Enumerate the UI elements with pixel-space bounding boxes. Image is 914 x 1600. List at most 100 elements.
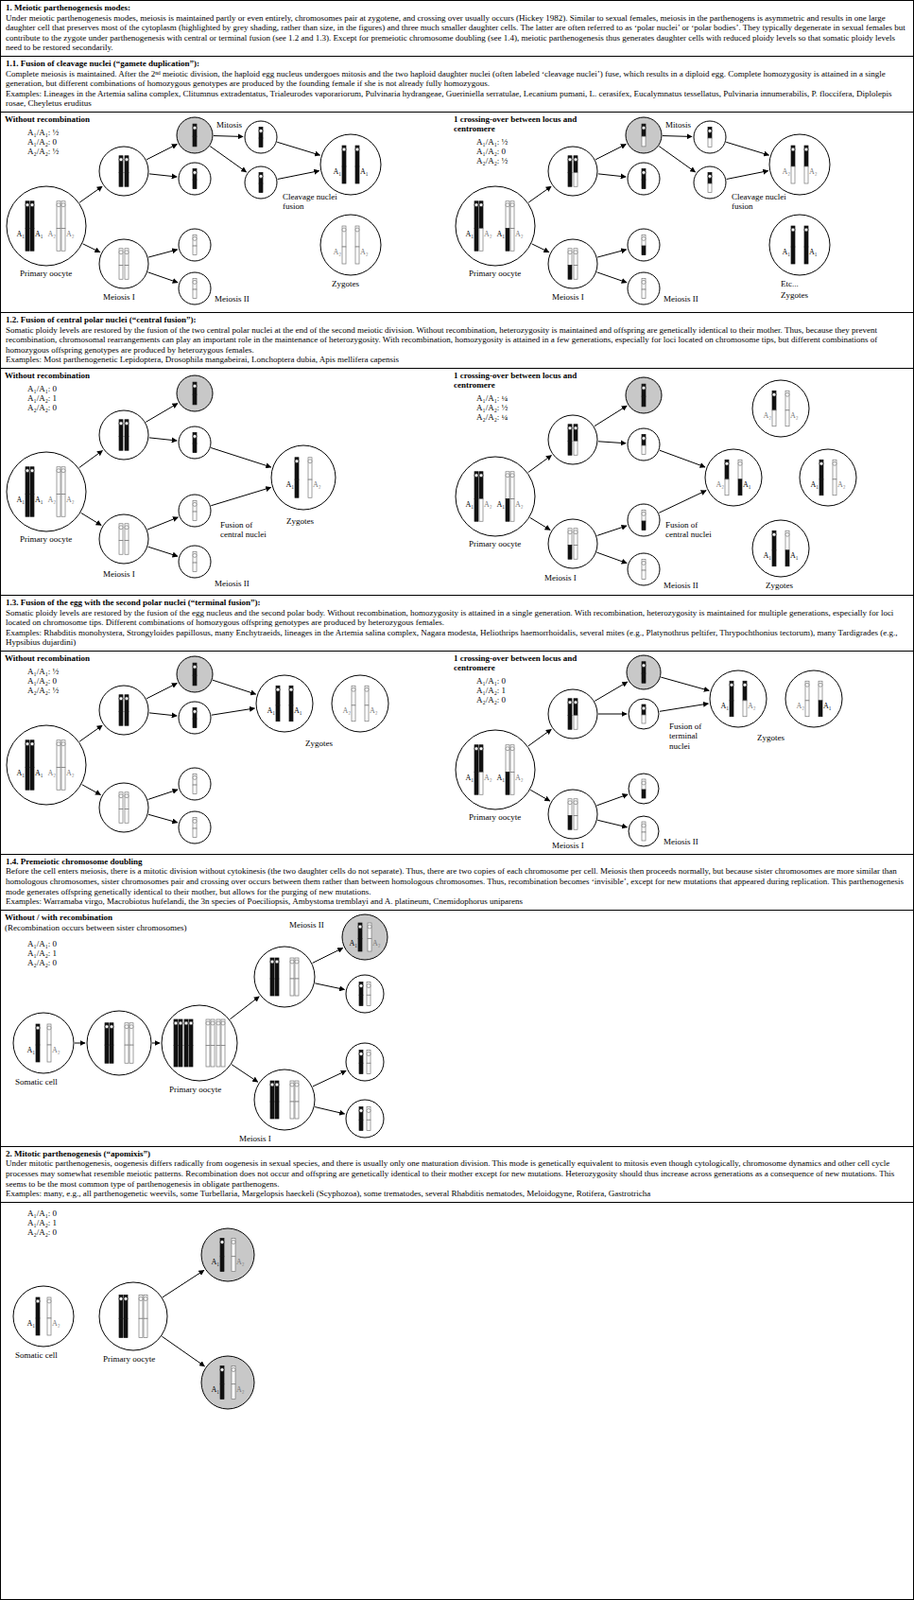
allele-label: A₂ xyxy=(715,480,725,489)
stage-label: Meiosis II xyxy=(663,293,699,305)
chromatid-arm xyxy=(358,937,363,951)
centromere xyxy=(192,708,197,713)
chromatid xyxy=(573,798,578,816)
allele-label: A₁ xyxy=(781,247,791,257)
stage-label: Meiosis I xyxy=(103,292,136,303)
centromere xyxy=(358,924,363,929)
chromatid-arm xyxy=(641,831,646,841)
chromatid-arm xyxy=(724,479,729,496)
chromatid xyxy=(124,523,129,541)
centromere xyxy=(573,250,578,255)
chromatid xyxy=(785,390,790,411)
allele-label: A₁ xyxy=(809,247,818,257)
frequency-label: A₁/A₂: 1 xyxy=(27,393,57,404)
frequency-label: A₁/A₂: 1 xyxy=(27,1217,57,1228)
chromatid xyxy=(119,155,123,173)
frequency-label: A₁/A₁: 0 xyxy=(476,675,506,687)
cell-circle xyxy=(178,426,211,459)
text-band: 1.4. Premeiotic chromosome doublingBefor… xyxy=(0,853,914,910)
chromatid-arm xyxy=(258,183,263,193)
chromatid xyxy=(818,680,823,701)
chromatid xyxy=(216,1018,221,1046)
cell-circle xyxy=(548,414,598,465)
arrow xyxy=(209,146,246,173)
arrow xyxy=(79,724,103,742)
chromatid xyxy=(342,145,346,167)
allele-label: A₂ xyxy=(47,229,56,239)
cell-circle xyxy=(201,1227,255,1281)
figure-panel: 1 crossing-over between locus and centro… xyxy=(449,111,914,312)
centromere xyxy=(641,279,646,284)
chromatid-arm xyxy=(221,1044,225,1067)
centromere xyxy=(359,1051,363,1055)
arrow xyxy=(598,712,627,714)
frequency-label: A₂/A₂: 0 xyxy=(27,402,57,414)
centromere xyxy=(290,1082,294,1087)
chromatid-arm xyxy=(210,1044,215,1067)
figure-panel: A₁/A₁: 0A₁/A₂: 1A₂/A₂: 0Somatic cellPrim… xyxy=(0,1201,914,1599)
chromatid xyxy=(119,419,123,437)
centromere xyxy=(192,383,197,388)
cell-circle xyxy=(86,1010,152,1075)
chromatid-arm xyxy=(729,700,734,717)
chromatid-arm xyxy=(474,228,479,252)
cell-illustration xyxy=(0,1202,914,1599)
chromatid-arm xyxy=(192,827,197,838)
centromere xyxy=(61,468,66,473)
chromatid xyxy=(231,1364,236,1383)
allele-label: A₁ xyxy=(496,229,505,239)
stage-label: Primary oocyte xyxy=(468,538,521,550)
chromatid xyxy=(220,1364,225,1383)
centromere xyxy=(30,741,35,746)
chromatid xyxy=(124,792,129,810)
chromatid xyxy=(192,168,197,180)
centromere xyxy=(641,236,646,241)
allele-label: A₁ xyxy=(465,500,474,509)
chromatid xyxy=(270,957,275,979)
chromatid-arm xyxy=(505,499,510,522)
chromatid xyxy=(192,381,197,395)
stage-label: Somatic cell xyxy=(15,1349,58,1361)
centromere xyxy=(119,1295,123,1300)
chromatid xyxy=(124,419,129,437)
chromatid-arm xyxy=(568,815,572,830)
chromatid xyxy=(568,155,572,173)
arrow xyxy=(658,146,695,173)
centromere xyxy=(104,1024,109,1029)
chromatid-arm xyxy=(641,672,646,683)
centromere xyxy=(124,250,129,255)
cell-circle xyxy=(752,379,810,437)
chromatid xyxy=(290,957,294,979)
chromatid-arm xyxy=(25,767,30,791)
cell-illustration xyxy=(0,910,914,1146)
centromere xyxy=(366,1107,371,1112)
chromatid-arm xyxy=(359,994,363,1005)
chromatid xyxy=(351,685,356,706)
chromatid-arm xyxy=(206,1044,210,1067)
centromere xyxy=(641,385,646,390)
cell-illustration xyxy=(449,112,914,312)
allele-label: A₁ xyxy=(266,706,276,715)
chromatid xyxy=(124,248,129,266)
cell-circle xyxy=(176,117,213,154)
centromere xyxy=(119,525,123,530)
frequency-label: A₁/A₂: 1 xyxy=(476,685,506,696)
chromatid xyxy=(308,457,312,480)
allele-label: A₂ xyxy=(483,229,493,239)
chromatid-arm xyxy=(258,137,263,148)
chromatid xyxy=(294,1080,299,1102)
chromatid-arm xyxy=(568,441,572,456)
chromatid-arm xyxy=(474,772,479,795)
allele-label: A₂ xyxy=(312,480,322,489)
chromatid xyxy=(366,981,371,995)
centromere xyxy=(56,468,61,473)
chromatid-arm xyxy=(294,1101,299,1119)
stage-label: Primary oocyte xyxy=(468,268,521,279)
allele-label: A₂ xyxy=(762,411,772,420)
chromatid-arm xyxy=(641,396,646,407)
cell-circle xyxy=(13,1285,74,1346)
allele-label: A₂ xyxy=(47,495,56,504)
chromatid xyxy=(641,778,646,790)
centromere xyxy=(568,700,572,705)
arrow xyxy=(79,186,103,203)
